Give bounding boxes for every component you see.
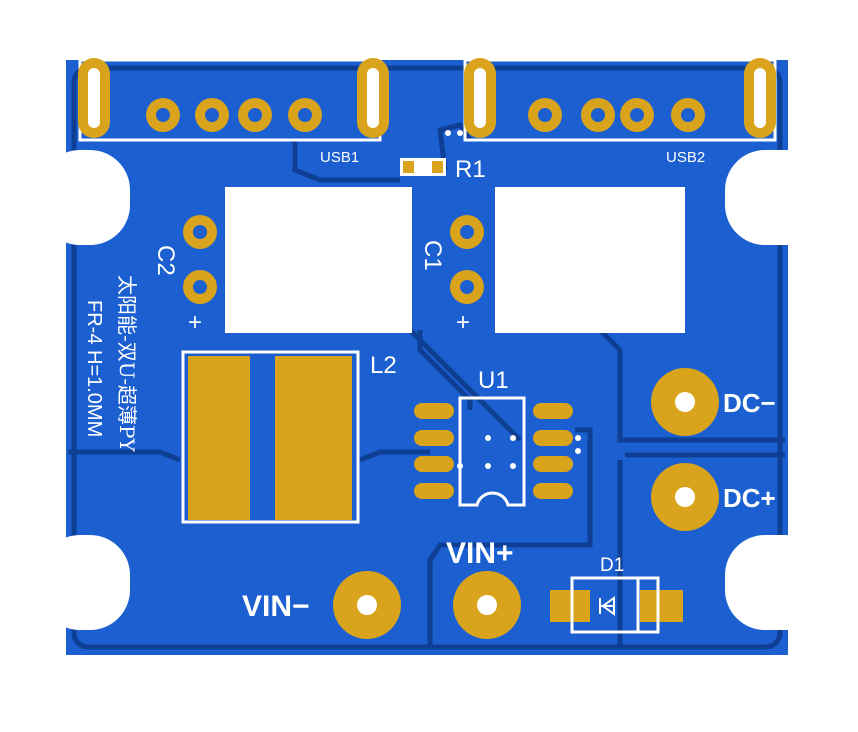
terminal-pads bbox=[333, 368, 719, 639]
d1-diode bbox=[550, 576, 683, 634]
l2-label: L2 bbox=[370, 352, 397, 379]
diode-symbol-icon bbox=[599, 596, 615, 616]
usb1-connector bbox=[78, 58, 389, 142]
dc-plus-label: DC+ bbox=[723, 483, 776, 513]
usb2-connector bbox=[463, 58, 777, 142]
c2-label: C2 bbox=[152, 245, 179, 276]
c2-body bbox=[225, 187, 412, 333]
l2-inductor bbox=[181, 350, 360, 524]
vin-minus-label: VIN− bbox=[242, 590, 310, 623]
board-text-line2: FR-4 H=1.0MM bbox=[83, 300, 105, 437]
board-text-line1: 太阳能-双U-超薄PY bbox=[115, 275, 139, 452]
usb2-label: USB2 bbox=[666, 149, 705, 166]
vin-plus-label: VIN+ bbox=[446, 537, 514, 570]
d1-label: D1 bbox=[600, 555, 624, 576]
c2-plus-label: + bbox=[188, 309, 202, 336]
r1-resistor bbox=[400, 158, 446, 176]
u1-ic bbox=[414, 130, 581, 507]
c1-body bbox=[495, 187, 685, 333]
dc-minus-label: DC− bbox=[723, 388, 776, 418]
u1-label: U1 bbox=[478, 367, 509, 394]
c1-plus-label: + bbox=[456, 309, 470, 336]
usb1-label: USB1 bbox=[320, 149, 359, 166]
traces bbox=[68, 65, 785, 650]
c1-label: C1 bbox=[419, 240, 446, 271]
r1-label: R1 bbox=[455, 156, 486, 183]
